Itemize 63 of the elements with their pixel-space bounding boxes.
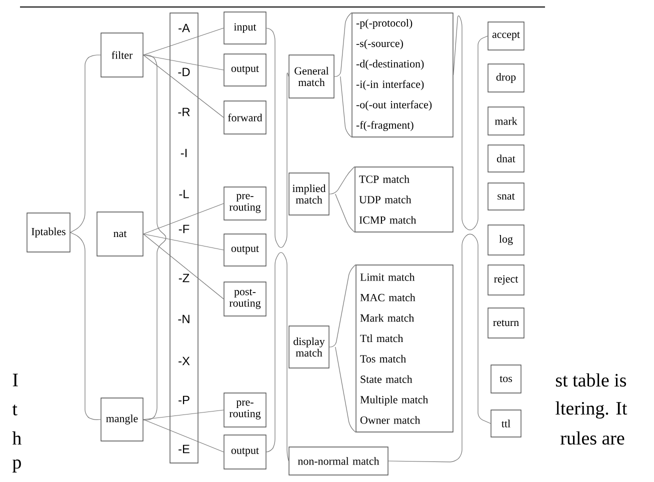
target-box: accept xyxy=(488,22,524,50)
chain-box: pre- routing xyxy=(224,186,266,220)
connector-line xyxy=(143,54,224,118)
brace xyxy=(70,232,101,420)
connector-line xyxy=(143,410,224,420)
body-text: I xyxy=(12,374,18,386)
option-list-box: TCP match UDP match ICMP match xyxy=(354,166,454,232)
connector-line xyxy=(143,234,224,300)
option-label: -P xyxy=(178,396,190,404)
option-label: -N xyxy=(178,314,190,324)
chain-box: output xyxy=(224,54,266,86)
brace xyxy=(453,15,488,230)
connector-line xyxy=(143,28,224,56)
chain-box: pre- routing xyxy=(224,392,266,428)
body-text: h xyxy=(12,431,22,445)
target-box: return xyxy=(488,308,524,338)
brace xyxy=(266,28,289,248)
target-box: log xyxy=(488,224,524,256)
option-label: -L xyxy=(179,190,189,198)
target-box: mark xyxy=(488,106,524,136)
chain-box: input xyxy=(224,12,266,44)
target-box: tos xyxy=(490,364,522,394)
brace xyxy=(334,12,352,138)
option-label: -A xyxy=(178,24,190,32)
option-label: -Z xyxy=(178,274,190,282)
target-box: ttl xyxy=(490,410,522,438)
table-box: filter xyxy=(100,32,144,78)
body-text: t xyxy=(12,404,18,416)
option-list-box: Limit match MAC match Mark match Ttl match Tos match State match Multiple match Owner match xyxy=(356,264,454,432)
chain-box: post- routing xyxy=(224,282,266,316)
match-box: display match xyxy=(288,326,330,368)
option-list-box: -p(-protocol) -s(-source) -d(-destination) -i(-in interface) -o(-out interface) -f(-fragment) xyxy=(352,12,454,138)
table-box: nat xyxy=(96,212,144,256)
body-text: p xyxy=(12,460,21,472)
match-box: non-normal match xyxy=(288,446,388,476)
option-label: -X xyxy=(178,356,190,366)
target-box: drop xyxy=(488,64,524,92)
table-box: Iptables xyxy=(26,212,70,252)
brace xyxy=(266,252,289,462)
target-box: reject xyxy=(488,264,524,296)
body-text: ltering. It xyxy=(556,401,628,419)
option-label: -R xyxy=(178,108,190,116)
body-text: rules are xyxy=(560,431,624,445)
target-box: snat xyxy=(488,182,524,210)
option-label: -F xyxy=(178,224,190,234)
brace xyxy=(388,234,491,462)
table-box: mangle xyxy=(100,398,144,442)
brace xyxy=(329,166,355,233)
brace xyxy=(70,54,101,233)
chain-box: forward xyxy=(224,100,266,134)
match-box: implied match xyxy=(288,172,330,216)
target-box: dnat xyxy=(488,144,524,172)
option-label: -D xyxy=(178,68,190,76)
chain-box: output xyxy=(224,234,266,266)
connector-line xyxy=(143,203,224,234)
match-box: General match xyxy=(288,54,334,98)
connector-line xyxy=(143,54,224,70)
option-label: -I xyxy=(180,148,187,158)
option-label: -E xyxy=(178,444,190,454)
chain-box: output xyxy=(224,434,266,470)
connector-line xyxy=(143,419,224,452)
body-text: st table is xyxy=(556,373,626,387)
connector-line xyxy=(143,234,224,250)
